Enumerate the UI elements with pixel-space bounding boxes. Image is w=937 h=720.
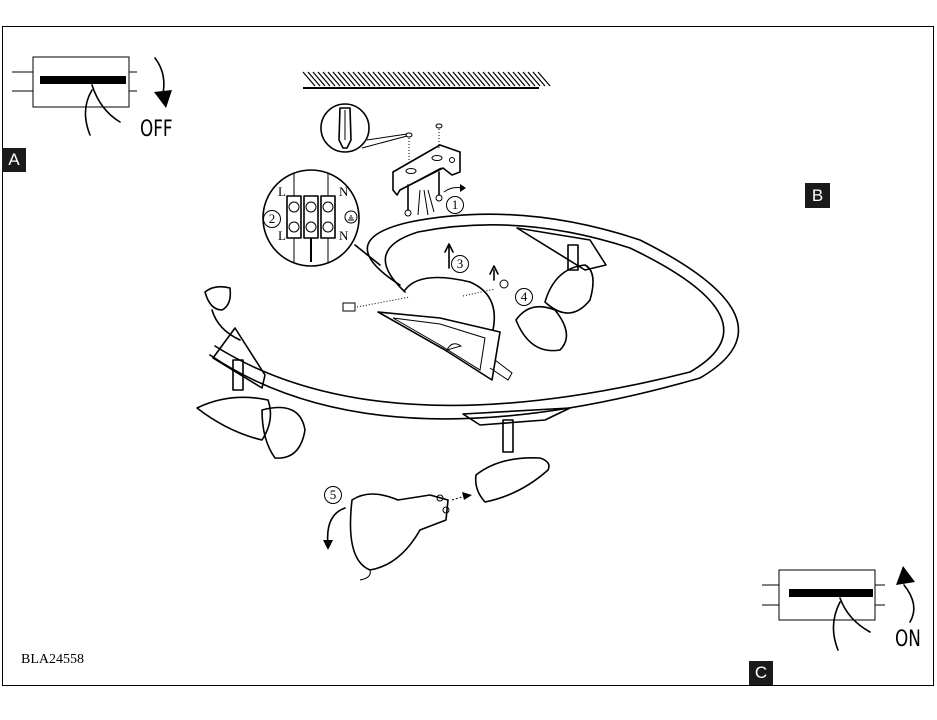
- hatch-line: [452, 71, 466, 87]
- terminal-label-live-top: L: [278, 184, 286, 199]
- step-number-3: 3: [451, 255, 469, 273]
- hatch-line: [367, 71, 381, 87]
- hatch-line: [427, 71, 441, 87]
- hatch-line: [462, 71, 476, 87]
- hatch-line: [307, 71, 321, 87]
- hatch-line: [502, 71, 516, 87]
- terminal-label-neutral-top: N: [339, 184, 349, 199]
- hatch-line: [537, 71, 551, 87]
- spotlight-left: [196, 285, 306, 459]
- hatch-line: [317, 71, 331, 87]
- hatch-line: [422, 71, 436, 87]
- hatch-line: [402, 71, 416, 87]
- hatch-line: [357, 71, 371, 87]
- hatch-line: [362, 71, 376, 87]
- on-label: ON: [895, 627, 921, 652]
- hatch-line: [407, 71, 421, 87]
- step-badge-b: B: [805, 183, 830, 208]
- lamp-ring: [209, 213, 740, 420]
- hatch-line: [437, 71, 451, 87]
- step-number-4: 4: [515, 288, 533, 306]
- hatch-line: [517, 71, 531, 87]
- hatch-line: [442, 71, 456, 87]
- hatch-line: [482, 71, 496, 87]
- hatch-line: [302, 71, 316, 87]
- hatch-line: [467, 71, 481, 87]
- hatch-line: [372, 71, 386, 87]
- hatch-line: [352, 71, 366, 87]
- hatch-line: [387, 71, 401, 87]
- diagram-frame: [2, 26, 934, 686]
- hatch-line: [447, 71, 461, 87]
- breaker-panel-off: [12, 56, 172, 136]
- hatch-line: [477, 71, 491, 87]
- hatch-line: [417, 71, 431, 87]
- hatch-line: [472, 71, 486, 87]
- hatch-line: [532, 71, 546, 87]
- hatch-line: [457, 71, 471, 87]
- ceiling-hatch: [302, 71, 551, 89]
- hatch-line: [527, 71, 541, 87]
- hatch-line: [382, 71, 396, 87]
- hatch-line: [397, 71, 411, 87]
- terminal-label-live-bottom: L: [278, 228, 286, 243]
- hatch-line: [332, 71, 346, 87]
- wall-plug-detail: [320, 103, 443, 160]
- step-number-2: 2: [263, 210, 281, 228]
- canopy-center: [342, 243, 513, 381]
- step-number-1: 1: [446, 196, 464, 214]
- hatch-line: [497, 71, 511, 87]
- spotlight-bottom: [462, 407, 571, 503]
- off-label: OFF: [140, 117, 173, 142]
- step-number-5: 5: [324, 486, 342, 504]
- spotlight-right: [515, 227, 607, 352]
- terminal-label-neutral-bottom: N: [339, 228, 349, 243]
- hatch-line: [522, 71, 536, 87]
- hatch-line: [322, 71, 336, 87]
- hatch-line: [432, 71, 446, 87]
- hatch-line: [347, 71, 361, 87]
- gu10-bulb: [323, 492, 472, 581]
- hatch-line: [507, 71, 521, 87]
- hatch-line: [327, 71, 341, 87]
- step-badge-c: C: [749, 661, 773, 685]
- hatch-line: [512, 71, 526, 87]
- hatch-line: [337, 71, 351, 87]
- hatch-line: [312, 71, 326, 87]
- mounting-bracket: [392, 144, 466, 217]
- hatch-line: [412, 71, 426, 87]
- hatch-line: [492, 71, 506, 87]
- hatch-line: [487, 71, 501, 87]
- step-badge-a: A: [2, 148, 26, 172]
- model-code: BLA24558: [21, 652, 84, 667]
- hatch-line: [377, 71, 391, 87]
- breaker-panel-on: [762, 566, 915, 651]
- hatch-line: [392, 71, 406, 87]
- hatch-line: [342, 71, 356, 87]
